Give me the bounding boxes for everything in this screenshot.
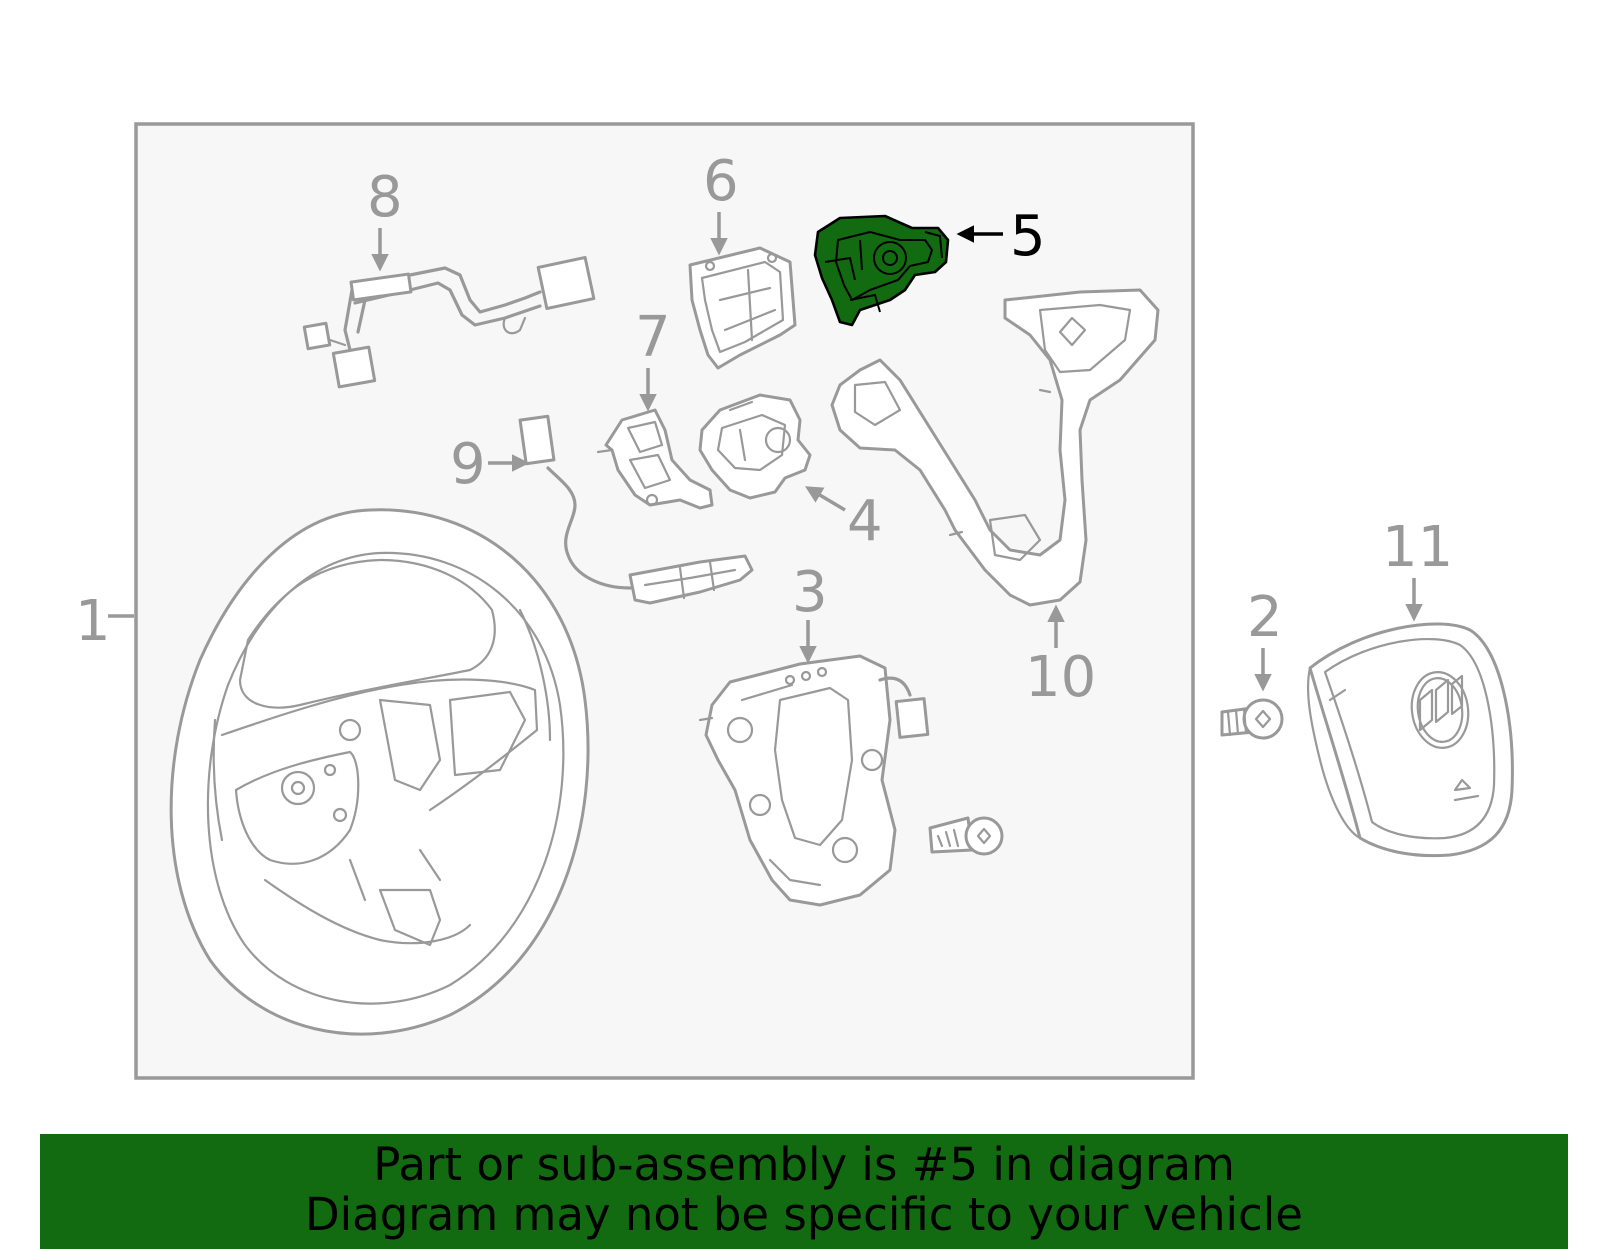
callout-11[interactable]: 11: [1382, 515, 1453, 580]
buick-logo-icon: [1410, 671, 1470, 749]
info-banner: Part or sub-assembly is #5 in diagram Di…: [40, 1134, 1568, 1249]
part-3-bezel-frame[interactable]: [698, 654, 930, 907]
part-11-airbag-module[interactable]: [1306, 622, 1514, 858]
callout-labels: 1 2 3 4 5 6 7 8 9 10 11: [75, 149, 1453, 710]
part-4-switch[interactable]: [698, 393, 812, 500]
screw-icon: [928, 816, 1004, 856]
part-5-switch-assembly[interactable]: [813, 214, 950, 327]
callout-10[interactable]: 10: [1025, 645, 1096, 710]
callout-5[interactable]: 5: [1010, 204, 1046, 269]
callout-1[interactable]: 1: [75, 589, 111, 654]
callout-9[interactable]: 9: [450, 432, 486, 497]
banner-vehicle-disclaimer: Diagram may not be specific to your vehi…: [305, 1188, 1303, 1241]
part-10-lower-trim[interactable]: [830, 288, 1160, 607]
part-2-bolt[interactable]: [1220, 698, 1284, 740]
part-9-harness[interactable]: [518, 414, 754, 605]
part-7-switch[interactable]: [596, 408, 714, 510]
part-8-wiring-harness[interactable]: [302, 255, 596, 389]
callout-3[interactable]: 3: [792, 560, 828, 625]
callout-8[interactable]: 8: [367, 165, 403, 230]
callout-4[interactable]: 4: [847, 489, 883, 554]
part-6-switch-bezel[interactable]: [688, 246, 797, 370]
leader-lines: [108, 212, 1423, 692]
part-1-steering-wheel[interactable]: [169, 508, 590, 1036]
banner-part-note: Part or sub-assembly is #5 in diagram: [373, 1138, 1235, 1191]
callout-2[interactable]: 2: [1247, 585, 1283, 650]
callout-6[interactable]: 6: [703, 149, 739, 214]
callout-7[interactable]: 7: [635, 305, 671, 370]
